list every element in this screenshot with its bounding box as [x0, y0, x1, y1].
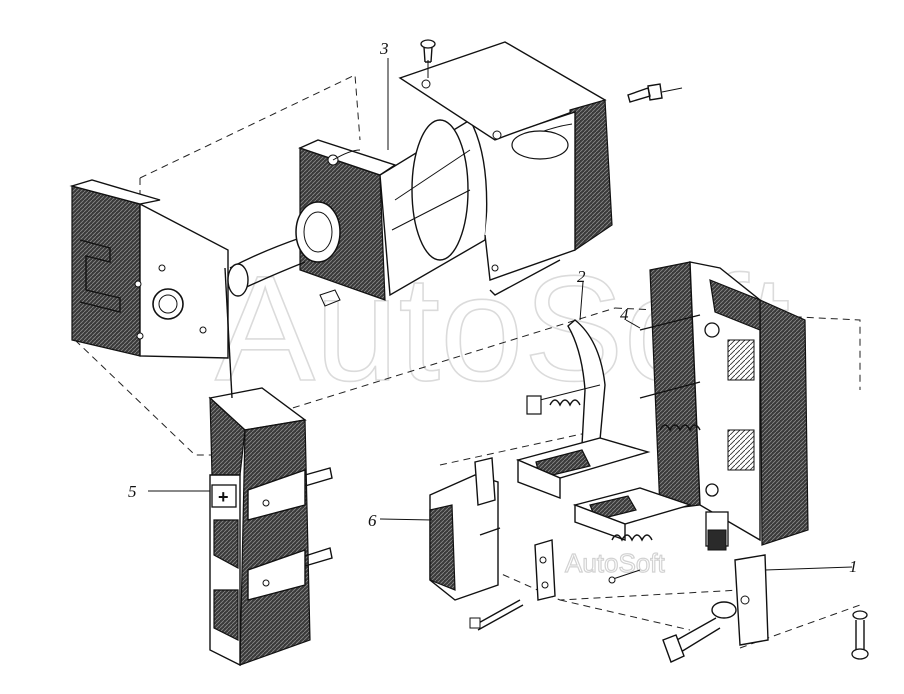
lower-bracket — [662, 554, 769, 663]
callout-3: 3 — [379, 39, 389, 58]
callout-6: 6 — [368, 511, 377, 530]
callout-labels: 1 2 3 4 5 6 — [128, 39, 858, 576]
terminal-plus-sign: + — [218, 487, 229, 507]
top-screw — [420, 39, 436, 89]
terminal-block-left: + — [208, 267, 333, 667]
mounting-plate — [69, 179, 229, 359]
bottom-screw — [851, 610, 869, 660]
callout-4: 4 — [620, 305, 629, 324]
side-screw — [627, 83, 683, 103]
callout-1: 1 — [849, 557, 858, 576]
solenoid-coil — [227, 119, 488, 307]
leader-lines — [148, 58, 853, 571]
assembly-guide-lines — [74, 74, 861, 649]
callout-5: 5 — [128, 482, 137, 501]
terminal-block-right — [639, 261, 809, 551]
u-bracket — [398, 41, 613, 296]
contact-holder — [572, 487, 693, 584]
fuse-holder — [429, 457, 556, 631]
watermark-secondary-text: AutoSoft — [565, 548, 666, 578]
contact-spring — [515, 319, 651, 500]
callout-2: 2 — [577, 267, 586, 286]
